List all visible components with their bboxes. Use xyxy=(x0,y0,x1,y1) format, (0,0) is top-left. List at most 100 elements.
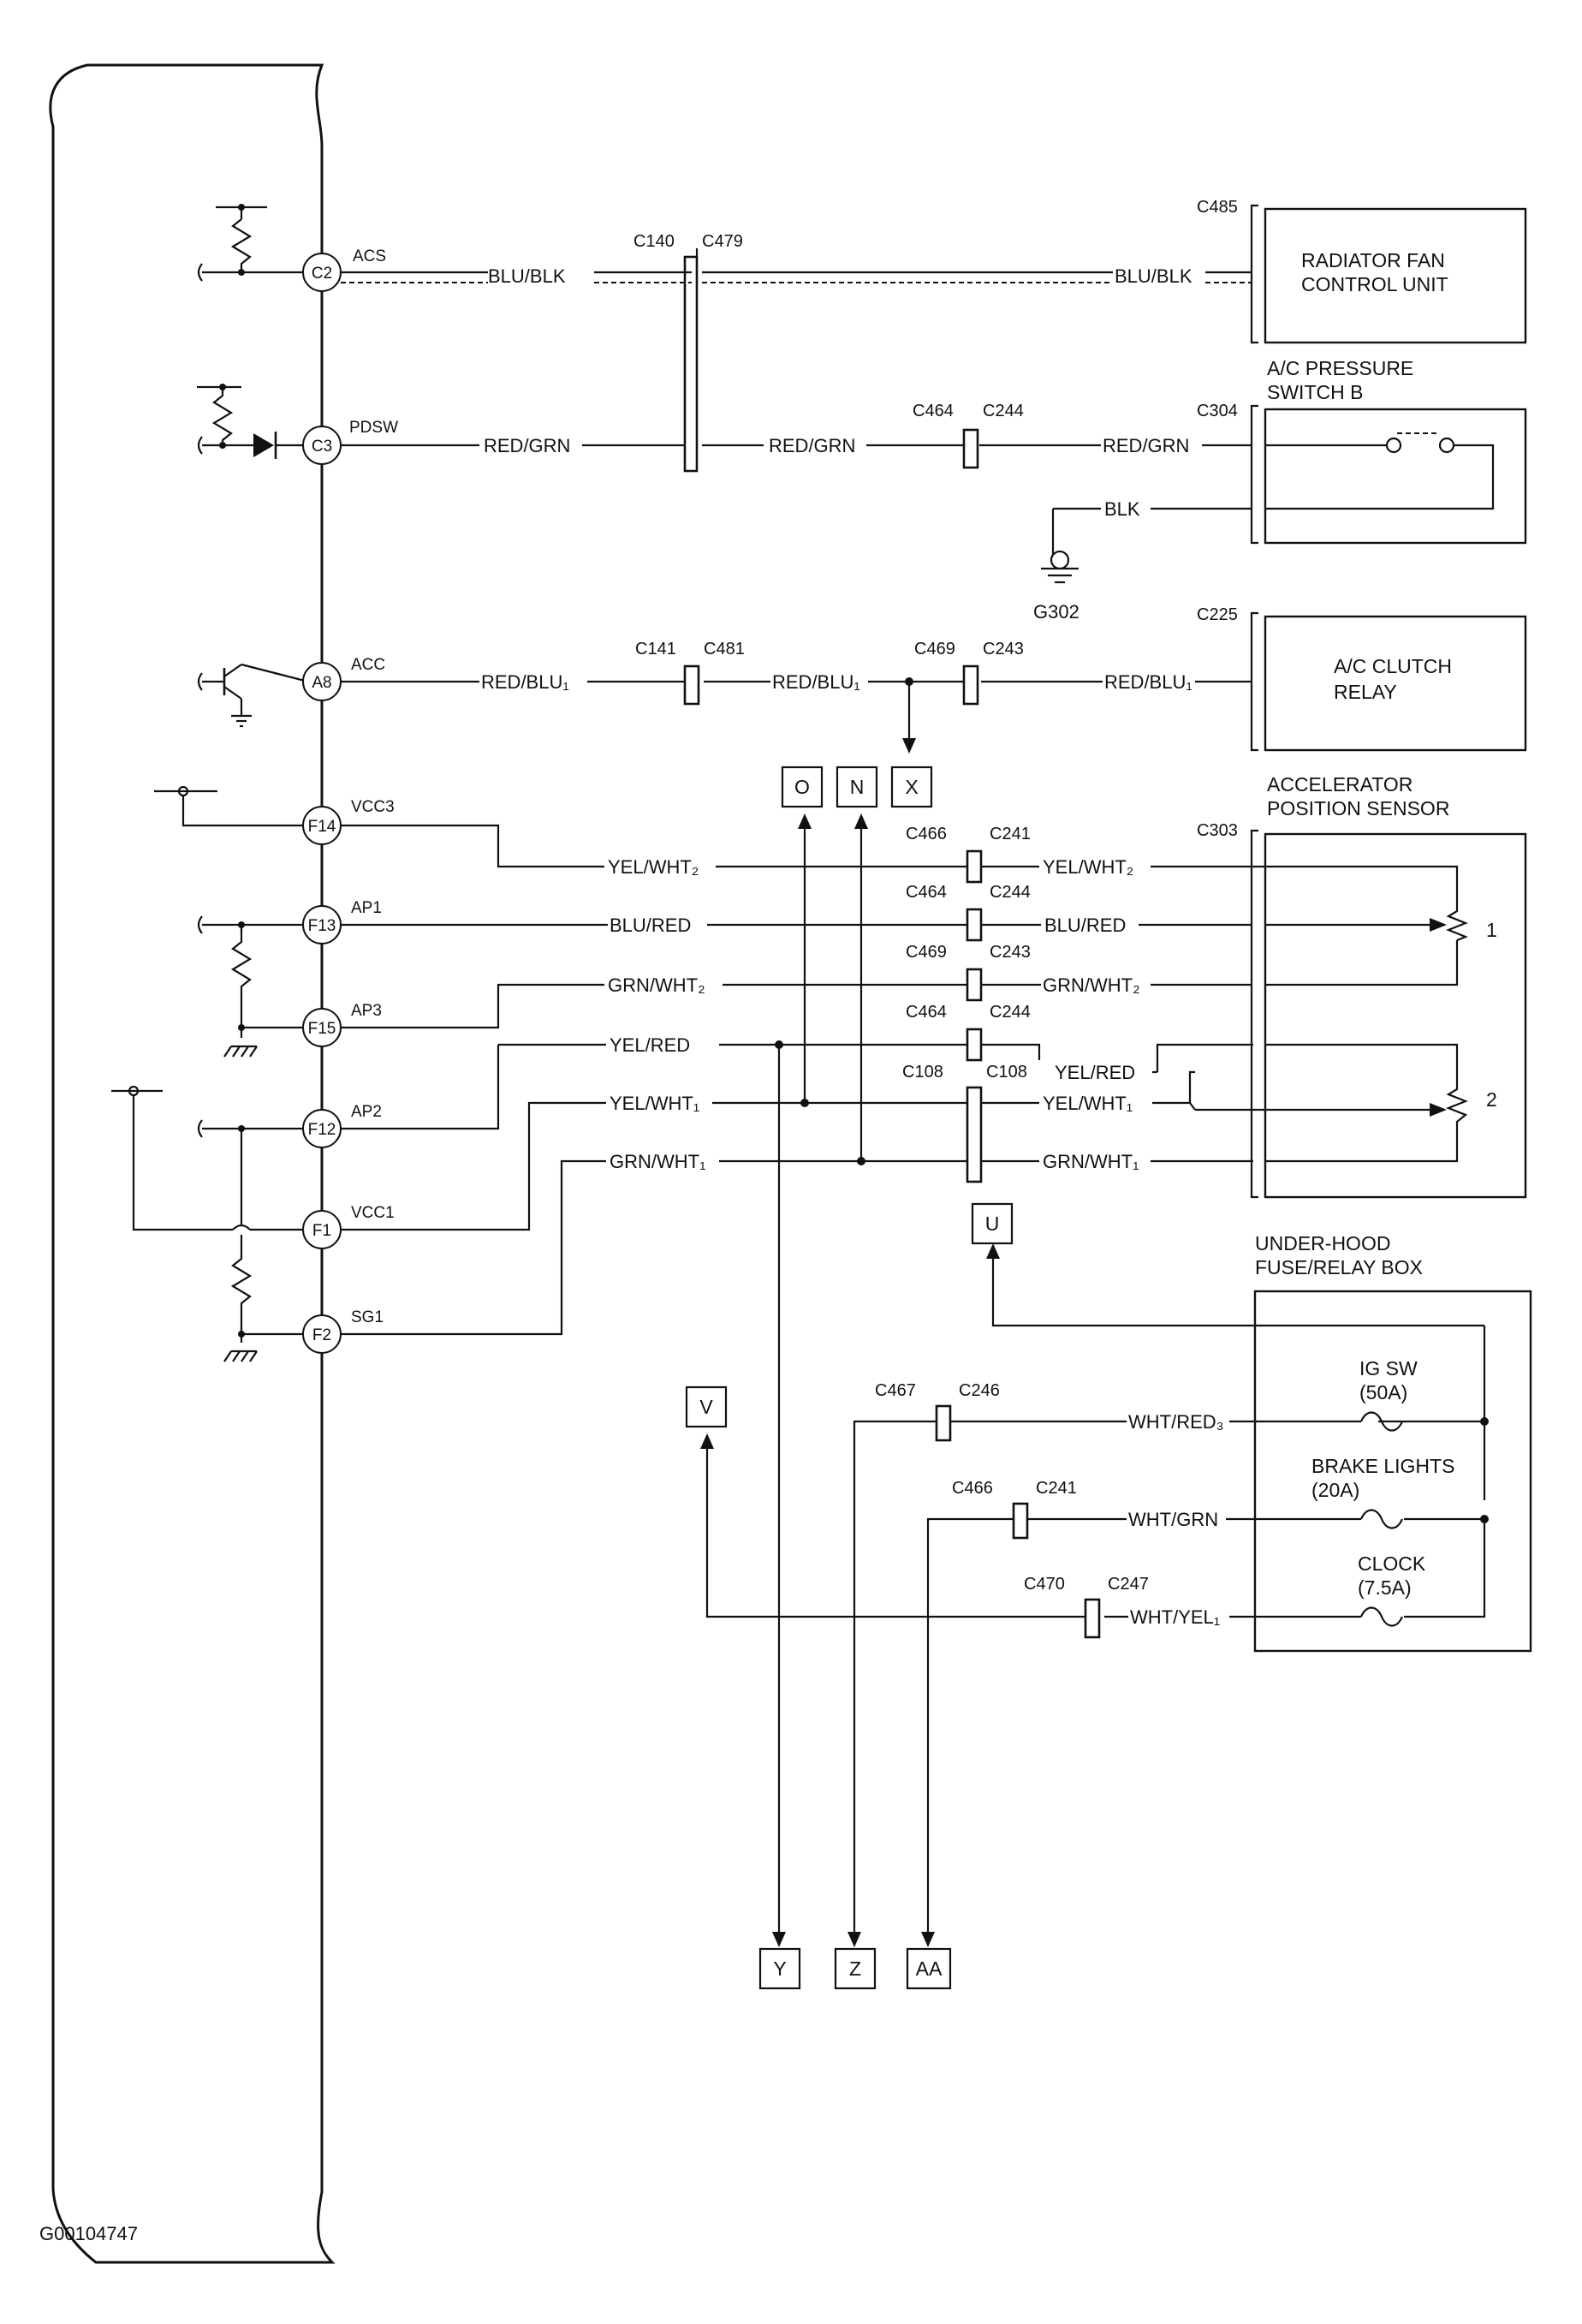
wire-label-yel-red-1: YEL/RED xyxy=(610,1034,690,1056)
connector-label-c470: C470 xyxy=(1024,1575,1065,1594)
connector-label-c303: C303 xyxy=(1197,821,1238,840)
ac-clutch-line1: A/C CLUTCH xyxy=(1334,655,1452,677)
connector-label-c244-b: C244 xyxy=(990,883,1031,902)
fuse-name-ig-sw: IG SW xyxy=(1359,1357,1418,1380)
pin-id-a8: A8 xyxy=(312,674,331,692)
connector-label-c479: C479 xyxy=(702,232,743,251)
wire-label-grn-wht1-2: GRN/WHT₁ xyxy=(1043,1151,1139,1172)
wire-label-red-grn-2: RED/GRN xyxy=(769,435,855,456)
connector-label-c464-b: C464 xyxy=(906,883,947,902)
sensor-wiring: VCC3 AP1 AP3 AP2 VCC1 SG1 YEL/WHT₂ YEL/W… xyxy=(111,785,1468,1947)
wire-label-blu-blk-1: BLU/BLK xyxy=(488,265,566,287)
wire-label-grn-wht2-2: GRN/WHT₂ xyxy=(1043,974,1140,996)
pin-id-c2: C2 xyxy=(312,265,332,283)
connector-label-c466-a: C466 xyxy=(906,825,947,843)
pin-signal-sg1: SG1 xyxy=(351,1308,384,1326)
pin-id-f12: F12 xyxy=(308,1121,336,1139)
pin-c2 xyxy=(302,253,342,292)
connector-label-c466-b: C466 xyxy=(952,1479,993,1498)
wire-label-yel-wht1-2: YEL/WHT₁ xyxy=(1043,1093,1133,1114)
ref-label-aa: AA xyxy=(916,1958,943,1980)
off-page-references: O N X U V Y Z AA xyxy=(685,766,1014,1990)
radiator-fan-line2: CONTROL UNIT xyxy=(1301,273,1448,295)
wire-label-yel-red-2: YEL/RED xyxy=(1055,1062,1135,1083)
radiator-fan-line1: RADIATOR FAN xyxy=(1301,249,1445,271)
diode-icon xyxy=(253,433,274,457)
ref-box-x xyxy=(890,766,933,808)
under-hood-fuse-relay-box: UNDER-HOOD FUSE/RELAY BOX IG SW (50A) BR… xyxy=(986,1232,1532,1653)
pin-signal-ap1: AP1 xyxy=(351,899,382,917)
pin-id-f14: F14 xyxy=(308,818,336,836)
wire-label-red-grn-1: RED/GRN xyxy=(484,435,570,456)
connector-label-c464-a: C464 xyxy=(913,402,954,420)
fuse-box-line2: FUSE/RELAY BOX xyxy=(1255,1256,1423,1278)
aps-line2: POSITION SENSOR xyxy=(1267,797,1449,819)
connector-label-c469-b: C469 xyxy=(906,943,947,962)
connector-c464-c244-a xyxy=(962,428,979,469)
connector-label-c481: C481 xyxy=(704,640,745,658)
row-pdsw: PDSW RED/GRN RED/GRN RED/GRN BLK G302 xyxy=(197,384,1252,623)
connector-label-c241-b: C241 xyxy=(1036,1479,1077,1498)
ecm-pins: C2 C3 A8 F14 F13 F15 F12 F1 F2 xyxy=(302,253,342,1354)
connector-label-c247: C247 xyxy=(1108,1575,1149,1594)
connector-label-c243-b: C243 xyxy=(990,943,1031,962)
fuse-name-brake-lights: BRAKE LIGHTS xyxy=(1311,1455,1454,1477)
sensor-number-2: 2 xyxy=(1486,1088,1497,1111)
fuse-rating-brake-lights: (20A) xyxy=(1311,1479,1359,1501)
wire-label-wht-yel1: WHT/YEL₁ xyxy=(1130,1606,1220,1628)
fuse-rating-clock: (7.5A) xyxy=(1358,1576,1412,1599)
ref-box-n xyxy=(836,766,878,808)
wire-label-red-blu-3: RED/BLU₁ xyxy=(1104,671,1192,693)
connector-c470-c247 xyxy=(1084,1598,1101,1639)
ref-label-x: X xyxy=(905,776,918,798)
pin-id-f13: F13 xyxy=(308,917,336,935)
connector-label-c140: C140 xyxy=(633,232,675,251)
pin-id-c3: C3 xyxy=(312,438,332,456)
wire-label-red-grn-3: RED/GRN xyxy=(1103,435,1189,456)
connector-label-c485: C485 xyxy=(1197,198,1238,217)
connector-label-c141: C141 xyxy=(635,640,676,658)
row-acs: ACS BLU/BLK BLU/BLK xyxy=(197,204,1252,287)
wire-label-yel-wht2-2: YEL/WHT₂ xyxy=(1043,856,1133,878)
pin-id-f2: F2 xyxy=(312,1326,331,1344)
fuse-box-line1: UNDER-HOOD xyxy=(1255,1232,1390,1254)
wire-label-blu-blk-2: BLU/BLK xyxy=(1115,265,1192,287)
connector-label-c244-a: C244 xyxy=(983,402,1024,420)
connector-c140-c479 xyxy=(683,255,699,473)
ref-box-z xyxy=(834,1947,877,1990)
pin-signal-ap2: AP2 xyxy=(351,1103,382,1121)
fuse-icon-ig-sw xyxy=(1359,1411,1404,1432)
wire-label-wht-red3: WHT/RED₃ xyxy=(1128,1411,1224,1433)
wire-label-yel-wht2-1: YEL/WHT₂ xyxy=(608,856,699,878)
wire-label-blu-red-1: BLU/RED xyxy=(610,915,691,936)
radiator-fan-control-unit: C485 RADIATOR FAN CONTROL UNIT xyxy=(1197,198,1527,344)
row-wht-yel: C470 C247 WHT/YEL₁ xyxy=(700,1433,1361,1639)
connector-c466-c241-b xyxy=(1012,1502,1029,1540)
connector-label-c243-a: C243 xyxy=(983,640,1024,658)
ac-pressure-switch-b: A/C PRESSURE SWITCH B C304 xyxy=(1197,357,1527,545)
accelerator-position-sensor: ACCELERATOR POSITION SENSOR C303 1 2 xyxy=(1197,773,1527,1199)
connector-label-c108-b: C108 xyxy=(986,1063,1027,1082)
ref-box-v xyxy=(685,1385,728,1428)
ref-box-y xyxy=(758,1947,801,1990)
wire-label-wht-grn: WHT/GRN xyxy=(1128,1509,1218,1530)
ref-label-y: Y xyxy=(773,1958,786,1980)
ac-pressure-line2: SWITCH B xyxy=(1267,381,1363,403)
pin-a8 xyxy=(302,662,342,701)
wire-label-grn-wht2-1: GRN/WHT₂ xyxy=(608,974,705,996)
connector-c467-c246 xyxy=(935,1404,952,1442)
pin-signal-ap3: AP3 xyxy=(351,1002,382,1020)
footer-id: G00104747 xyxy=(39,2223,138,2244)
ref-label-o: O xyxy=(794,776,810,798)
connector-label-c467: C467 xyxy=(875,1381,916,1400)
connector-c141-c481 xyxy=(683,664,700,706)
sensor-number-1: 1 xyxy=(1486,919,1497,941)
ground-label-g302: G302 xyxy=(1033,601,1079,623)
pin-signal-acc: ACC xyxy=(351,656,385,674)
ref-label-u: U xyxy=(985,1213,1000,1235)
row-wht-grn: C466 C241 WHT/GRN xyxy=(921,1479,1361,1947)
pin-signal-acs: ACS xyxy=(353,247,386,265)
wire-label-yel-wht1-1: YEL/WHT₁ xyxy=(610,1093,699,1114)
connector-label-c464-c: C464 xyxy=(906,1003,947,1022)
